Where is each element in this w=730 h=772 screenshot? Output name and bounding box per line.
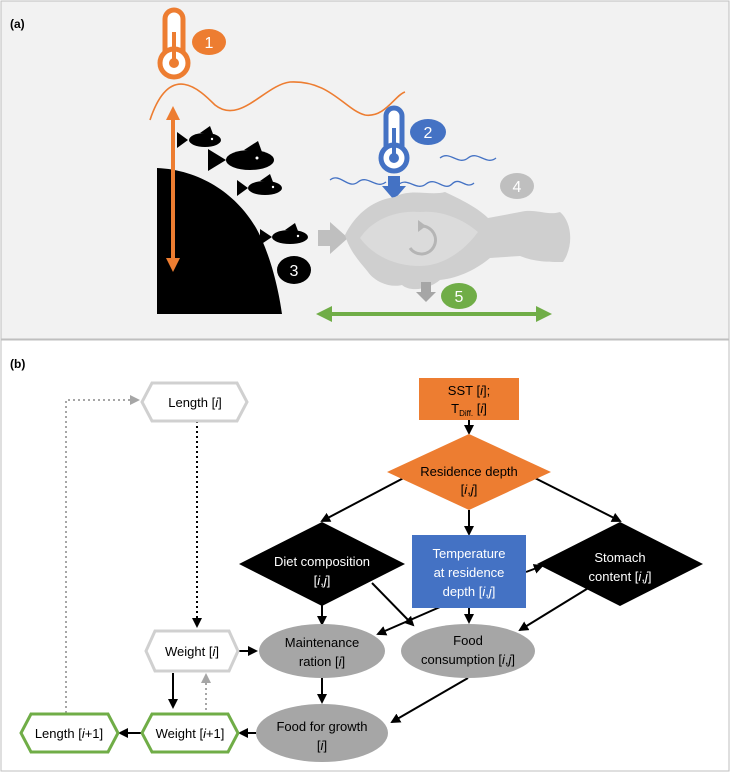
marker-5: 5 bbox=[441, 283, 477, 309]
blue-wave bbox=[397, 180, 475, 187]
node-food-for-growth-line1: Food for growth bbox=[276, 719, 367, 734]
large-fish-icon bbox=[345, 192, 571, 290]
panel-a-label: (a) bbox=[10, 17, 25, 31]
node-weight-i-shape bbox=[144, 629, 240, 673]
temperature-arrow bbox=[382, 176, 406, 200]
edge-diet-consumption bbox=[371, 582, 415, 627]
node-length-i-text: Length [i] bbox=[168, 395, 222, 410]
growth-arrow-left bbox=[316, 306, 332, 322]
node-diet-composition-shape bbox=[239, 522, 405, 606]
node-diet-composition: Diet composition [i,j] bbox=[239, 522, 405, 606]
depth-arrow-top bbox=[166, 106, 180, 120]
node-food-for-growth-shape bbox=[256, 704, 388, 762]
node-sst-line1: SST [i]; bbox=[448, 383, 490, 398]
node-sst-line2: TDiff. [i] bbox=[451, 401, 487, 418]
surface-wave bbox=[149, 81, 406, 121]
depth-arrow-bottom bbox=[166, 258, 180, 272]
node-weight-i1-shape bbox=[140, 712, 240, 754]
node-maintenance-ration: Maintenance ration [i] bbox=[259, 624, 385, 678]
edge-length-next-length-dotted bbox=[65, 395, 140, 713]
seabed-slope bbox=[157, 168, 282, 314]
panel-a-frame bbox=[0, 0, 730, 340]
prey-fish-icon bbox=[177, 126, 221, 148]
node-stomach-content: Stomach content [i,j] bbox=[537, 522, 703, 606]
node-length-i1-shape bbox=[19, 712, 120, 754]
node-diet-composition-line2: [i,j] bbox=[314, 573, 331, 588]
edge-stomach-consumption bbox=[518, 586, 591, 632]
node-weight-i1: Weight [i+1] bbox=[140, 712, 240, 754]
thermometer-2-icon bbox=[378, 105, 410, 174]
node-maintenance-ration-line1: Maintenance bbox=[285, 635, 359, 650]
marker-4: 4 bbox=[500, 173, 534, 199]
panel-b-label: (b) bbox=[10, 357, 25, 371]
node-maintenance-ration-shape bbox=[259, 624, 385, 678]
prey-fish-icon bbox=[208, 141, 274, 171]
node-food-consumption-line1: Food bbox=[453, 633, 483, 648]
node-temperature-line3: depth [i,j] bbox=[443, 584, 496, 599]
node-food-consumption-line2: consumption [i,j] bbox=[421, 652, 515, 667]
node-weight-i1-text: Weight [i+1] bbox=[156, 726, 225, 741]
node-sst: SST [i]; TDiff. [i] bbox=[419, 378, 519, 420]
panel-b: (b) bbox=[0, 339, 730, 772]
marker-3-text: 3 bbox=[290, 263, 299, 280]
blue-wave bbox=[439, 155, 497, 161]
food-intake-arrow bbox=[318, 222, 348, 254]
node-length-i1-text: Length [i+1] bbox=[35, 726, 103, 741]
marker-2-text: 2 bbox=[424, 125, 433, 142]
growth-arrow-right bbox=[536, 306, 552, 322]
node-food-consumption-shape bbox=[401, 624, 535, 678]
node-stomach-content-shape bbox=[537, 522, 703, 606]
prey-fish-icon bbox=[237, 174, 282, 196]
panel-a: (a) 1 bbox=[0, 0, 730, 340]
marker-3: 3 bbox=[277, 256, 311, 284]
node-length-i: Length [i] bbox=[140, 381, 249, 423]
edge-temperature-stomach bbox=[525, 564, 544, 574]
node-temperature: Temperature at residence depth [i,j] bbox=[412, 535, 526, 608]
node-residence-depth-line2: [i,j] bbox=[461, 482, 478, 497]
edge-temperature-maintenance bbox=[376, 606, 441, 636]
node-weight-i-text: Weight [i] bbox=[165, 644, 219, 659]
growth-arrow bbox=[416, 282, 436, 302]
marker-1: 1 bbox=[192, 29, 226, 55]
node-stomach-content-line1: Stomach bbox=[594, 550, 645, 565]
node-temperature-box bbox=[412, 535, 526, 608]
prey-fish-icon bbox=[260, 223, 308, 245]
marker-5-bubble bbox=[441, 283, 477, 309]
node-stomach-content-line2: content [i,j] bbox=[589, 569, 652, 584]
marker-2: 2 bbox=[410, 119, 446, 145]
marker-4-bubble bbox=[500, 173, 534, 199]
marker-4-text: 4 bbox=[513, 179, 522, 196]
node-temperature-line1: Temperature bbox=[433, 546, 506, 561]
marker-2-bubble bbox=[410, 119, 446, 145]
edge-consumption-growth bbox=[390, 677, 469, 724]
marker-3-bubble bbox=[277, 256, 311, 284]
node-diet-composition-line1: Diet composition bbox=[274, 554, 370, 569]
node-sst-box bbox=[419, 378, 519, 420]
edge-residence-stomach bbox=[522, 471, 622, 522]
marker-1-text: 1 bbox=[205, 35, 214, 52]
node-food-consumption: Food consumption [i,j] bbox=[401, 624, 535, 678]
node-residence-depth-line1: Residence depth bbox=[420, 464, 518, 479]
node-food-for-growth: Food for growth [i] bbox=[256, 704, 388, 762]
node-length-i1: Length [i+1] bbox=[19, 712, 120, 754]
node-food-for-growth-line2: [i] bbox=[317, 738, 327, 753]
blue-wave bbox=[329, 177, 387, 185]
prey-fish-group bbox=[177, 126, 308, 245]
edges bbox=[65, 395, 622, 738]
node-residence-depth: Residence depth [i,j] bbox=[387, 434, 551, 510]
node-temperature-line2: at residence bbox=[434, 565, 505, 580]
thermometer-1-icon bbox=[157, 7, 191, 80]
edge-residence-diet bbox=[320, 471, 416, 522]
node-length-i-shape bbox=[140, 381, 249, 423]
node-residence-depth-shape bbox=[387, 434, 551, 510]
node-weight-i: Weight [i] bbox=[144, 629, 240, 673]
node-maintenance-ration-line2: ration [i] bbox=[299, 654, 345, 669]
marker-1-bubble bbox=[192, 29, 226, 55]
marker-5-text: 5 bbox=[455, 289, 464, 306]
